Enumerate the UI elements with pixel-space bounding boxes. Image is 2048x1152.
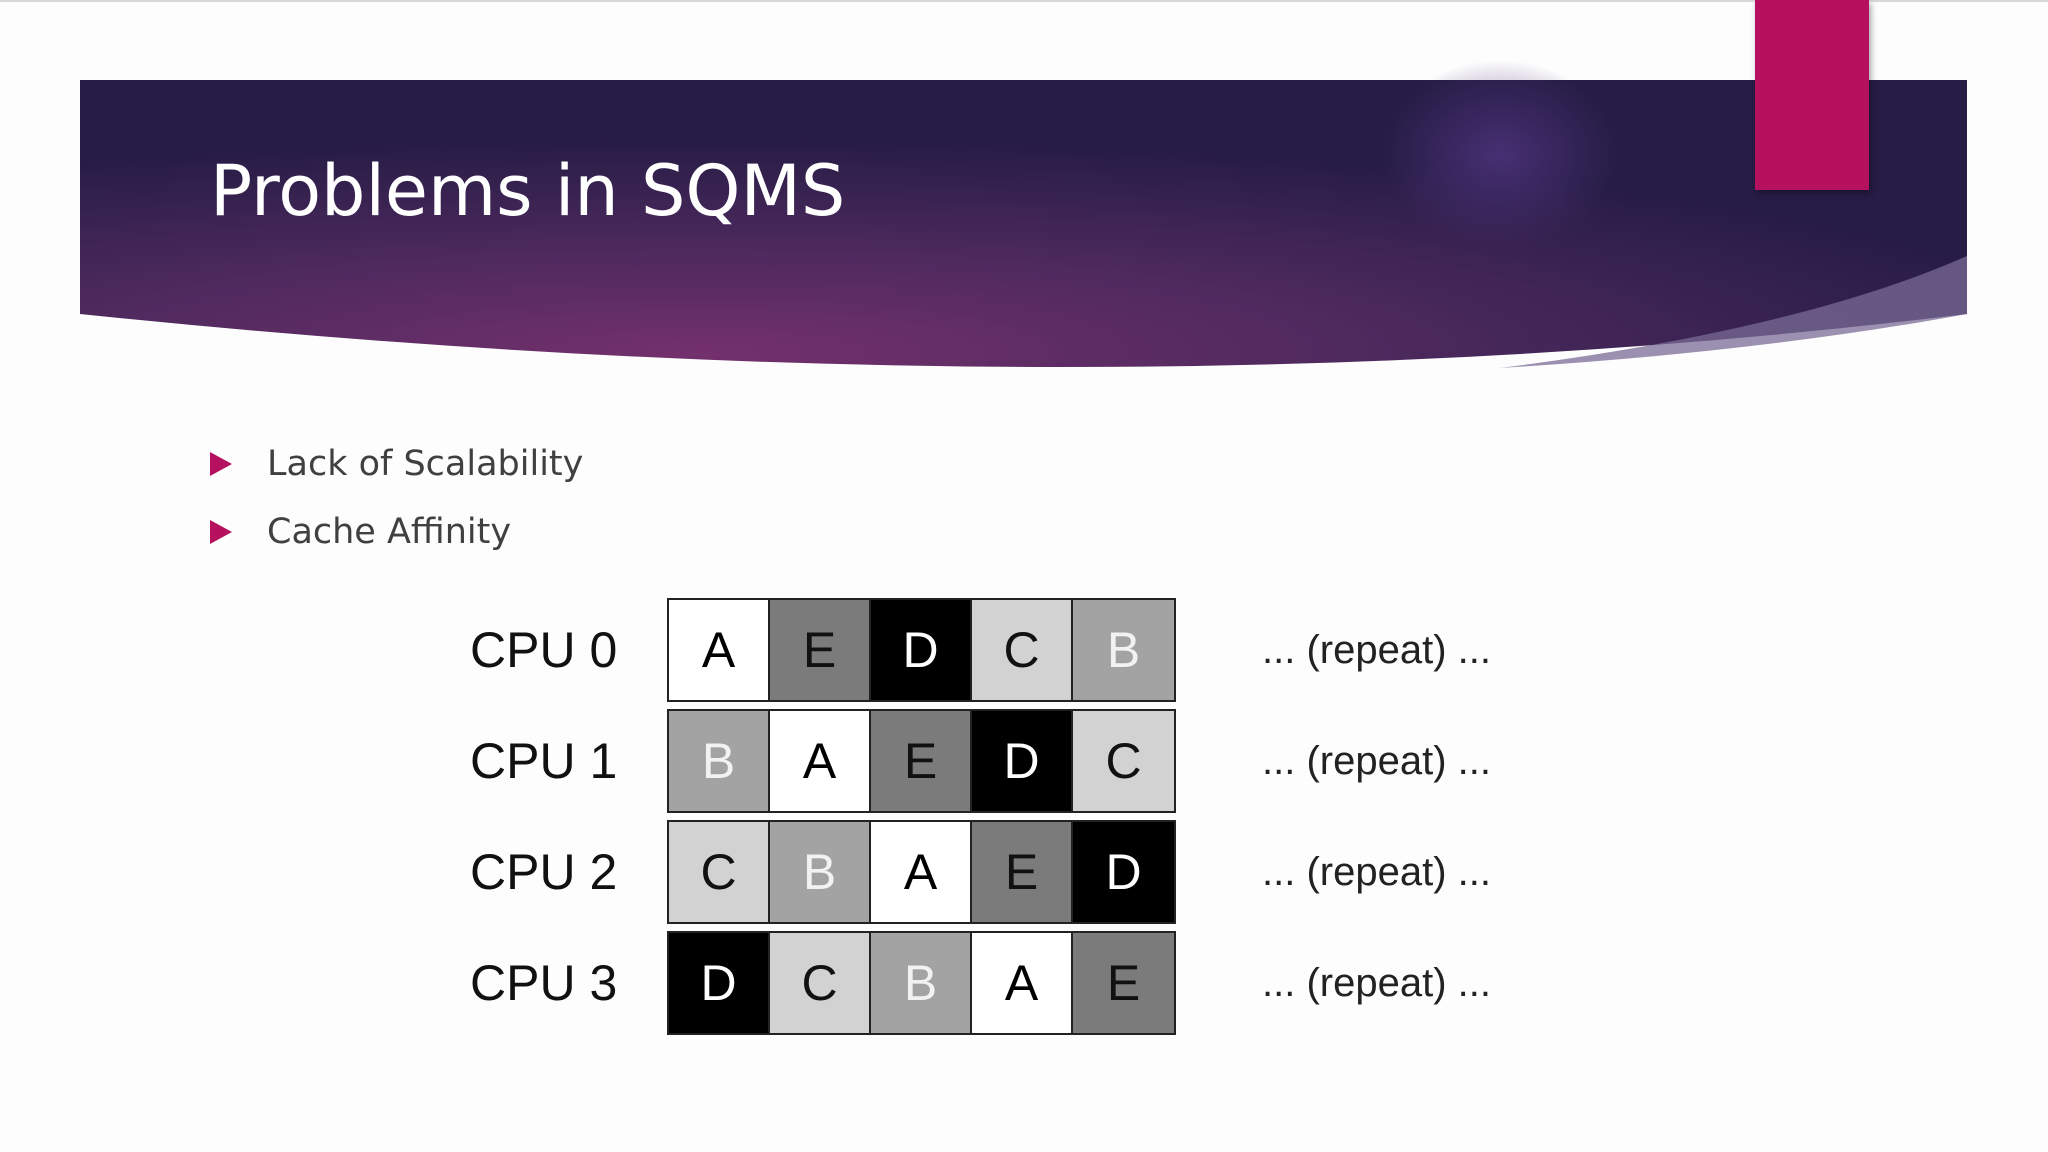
triangle-bullet-icon	[210, 520, 232, 544]
job-cell: A	[972, 933, 1073, 1033]
cpu-label: CPU 1	[470, 733, 618, 789]
repeat-label: ... (repeat) ...	[1262, 627, 1491, 672]
bullet-item: Lack of Scalability	[210, 430, 583, 498]
cpu-label: CPU 3	[470, 955, 618, 1011]
slide-title: Problems in SQMS	[210, 150, 846, 232]
top-border	[0, 0, 2048, 2]
job-cell: C	[669, 822, 770, 922]
job-sequence: B A E D C	[667, 709, 1176, 813]
job-cell: B	[1073, 600, 1174, 700]
job-cell: C	[1073, 711, 1174, 811]
job-cell: E	[770, 600, 871, 700]
job-cell: B	[770, 822, 871, 922]
bullet-list: Lack of Scalability Cache Affinity	[210, 430, 583, 566]
job-cell: B	[871, 933, 972, 1033]
job-cell: C	[972, 600, 1073, 700]
job-cell: A	[871, 822, 972, 922]
bullet-text: Lack of Scalability	[267, 444, 584, 484]
repeat-label: ... (repeat) ...	[1262, 738, 1491, 783]
job-cell: E	[972, 822, 1073, 922]
job-cell: D	[1073, 822, 1174, 922]
title-banner	[80, 60, 1967, 368]
bullet-text: Cache Affinity	[267, 512, 512, 552]
cpu-label: CPU 2	[470, 844, 618, 900]
accent-tab	[1755, 0, 1869, 190]
job-cell: D	[871, 600, 972, 700]
repeat-label: ... (repeat) ...	[1262, 849, 1491, 894]
cpu-label: CPU 0	[470, 622, 618, 678]
bullet-item: Cache Affinity	[210, 498, 583, 566]
job-sequence: D C B A E	[667, 931, 1176, 1035]
job-cell: E	[1073, 933, 1174, 1033]
job-cell: A	[770, 711, 871, 811]
job-cell: D	[972, 711, 1073, 811]
job-sequence: A E D C B	[667, 598, 1176, 702]
job-cell: B	[669, 711, 770, 811]
job-sequence: C B A E D	[667, 820, 1176, 924]
triangle-bullet-icon	[210, 452, 232, 476]
job-cell: D	[669, 933, 770, 1033]
job-cell: C	[770, 933, 871, 1033]
job-cell: E	[871, 711, 972, 811]
repeat-label: ... (repeat) ...	[1262, 960, 1491, 1005]
job-cell: A	[669, 600, 770, 700]
